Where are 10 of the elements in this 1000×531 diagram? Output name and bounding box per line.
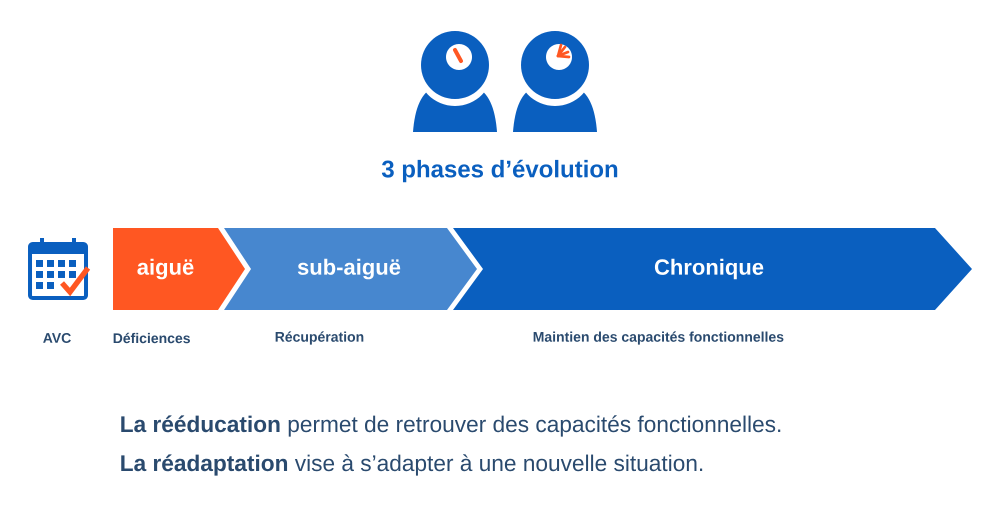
phase-caption: Déficiences [114,332,190,344]
event-label: AVC [43,333,71,343]
phase-band: sub-aiguë [224,228,477,310]
phase-band: Chronique [453,228,972,310]
title: 3 phases d’évolution [382,160,618,182]
phase-caption: Récupération [276,331,364,345]
phase-band: aiguë [113,228,245,310]
note-sentence: La rééducation permet de retrouver des capacités fonctionnelles. [121,415,780,437]
phase-caption: Maintien des capacités fonctionnelles [534,331,784,345]
note-sentence: La réadaptation vise à s’adapter à une nouvelle situation. [121,454,702,476]
